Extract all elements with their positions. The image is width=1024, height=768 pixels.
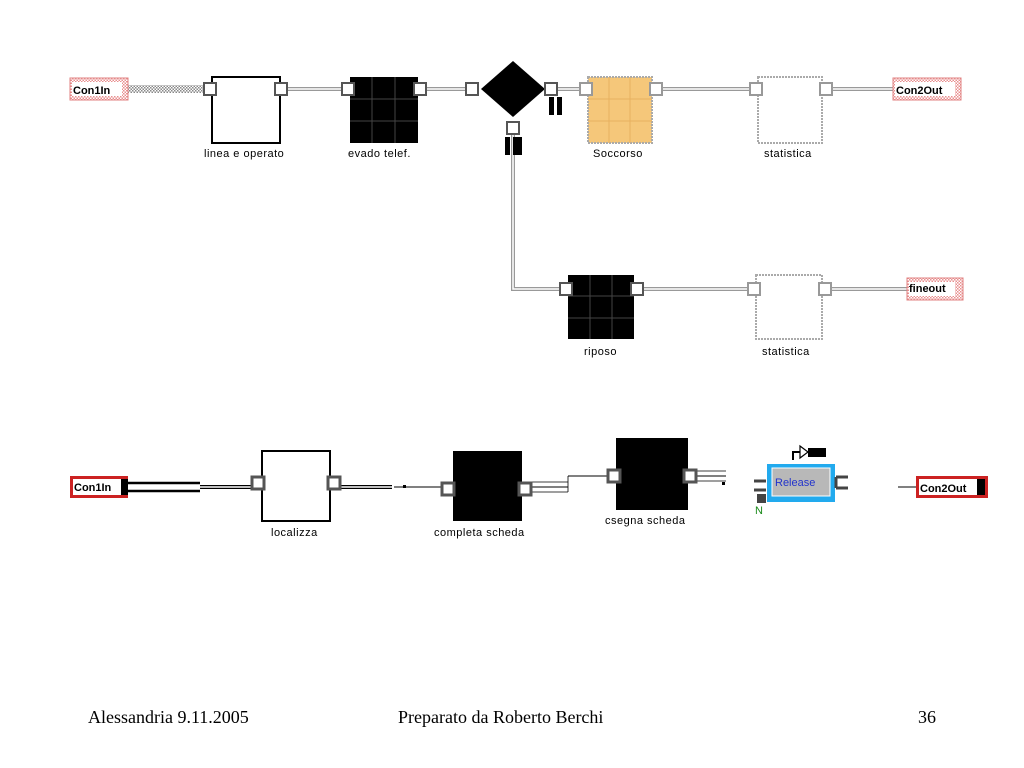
port-label: Con2Out: [920, 483, 967, 495]
release-block[interactable]: Release N: [754, 444, 848, 517]
block-label: statistica: [762, 346, 810, 358]
footer-author: Preparato da Roberto Berchi: [398, 707, 604, 727]
footer-page-number: 36: [918, 707, 936, 727]
block-statistica-2[interactable]: statistica: [747, 274, 832, 358]
block-linea-e-operato[interactable]: linea e operato: [203, 76, 288, 160]
block-label: statistica: [764, 148, 812, 160]
block-soccorso[interactable]: Soccorso: [579, 76, 663, 160]
port-con2out-bottom[interactable]: Con2Out: [916, 476, 988, 498]
block-label: riposo: [584, 346, 617, 358]
port-label: Con1In: [74, 482, 112, 494]
block-label: Soccorso: [593, 148, 643, 160]
port-label: Con2Out: [896, 85, 943, 97]
block-label: linea e operato: [204, 148, 284, 160]
port-con1in-bottom[interactable]: Con1In: [70, 476, 128, 498]
release-label: Release: [775, 477, 815, 489]
block-csegna-scheda[interactable]: csegna scheda: [605, 438, 698, 527]
diagram-bottom: Con1In localizza completa scheda csegna …: [70, 438, 988, 539]
port-fineout[interactable]: fineout: [906, 277, 964, 301]
decision-block[interactable]: [465, 61, 562, 155]
diagram-top: Con1In linea e operato evado telef.: [69, 61, 964, 358]
block-label: completa scheda: [434, 527, 525, 539]
release-port-label: N: [755, 505, 763, 517]
port-label: fineout: [909, 283, 946, 295]
block-riposo[interactable]: riposo: [559, 275, 644, 358]
flag-icon: [792, 444, 826, 460]
block-label: localizza: [271, 527, 318, 539]
block-label: evado telef.: [348, 148, 411, 160]
port-con2out-top[interactable]: Con2Out: [892, 77, 962, 101]
block-label: csegna scheda: [605, 515, 686, 527]
port-label: Con1In: [73, 85, 111, 97]
block-statistica-1[interactable]: statistica: [749, 76, 833, 160]
block-localizza[interactable]: localizza: [250, 450, 342, 539]
connectors-bottom: [128, 470, 918, 493]
footer-location-date: Alessandria 9.11.2005: [88, 707, 249, 727]
block-evado-telef[interactable]: evado telef.: [341, 77, 427, 160]
port-con1in-top[interactable]: Con1In: [69, 77, 129, 101]
block-completa-scheda[interactable]: completa scheda: [434, 451, 533, 539]
